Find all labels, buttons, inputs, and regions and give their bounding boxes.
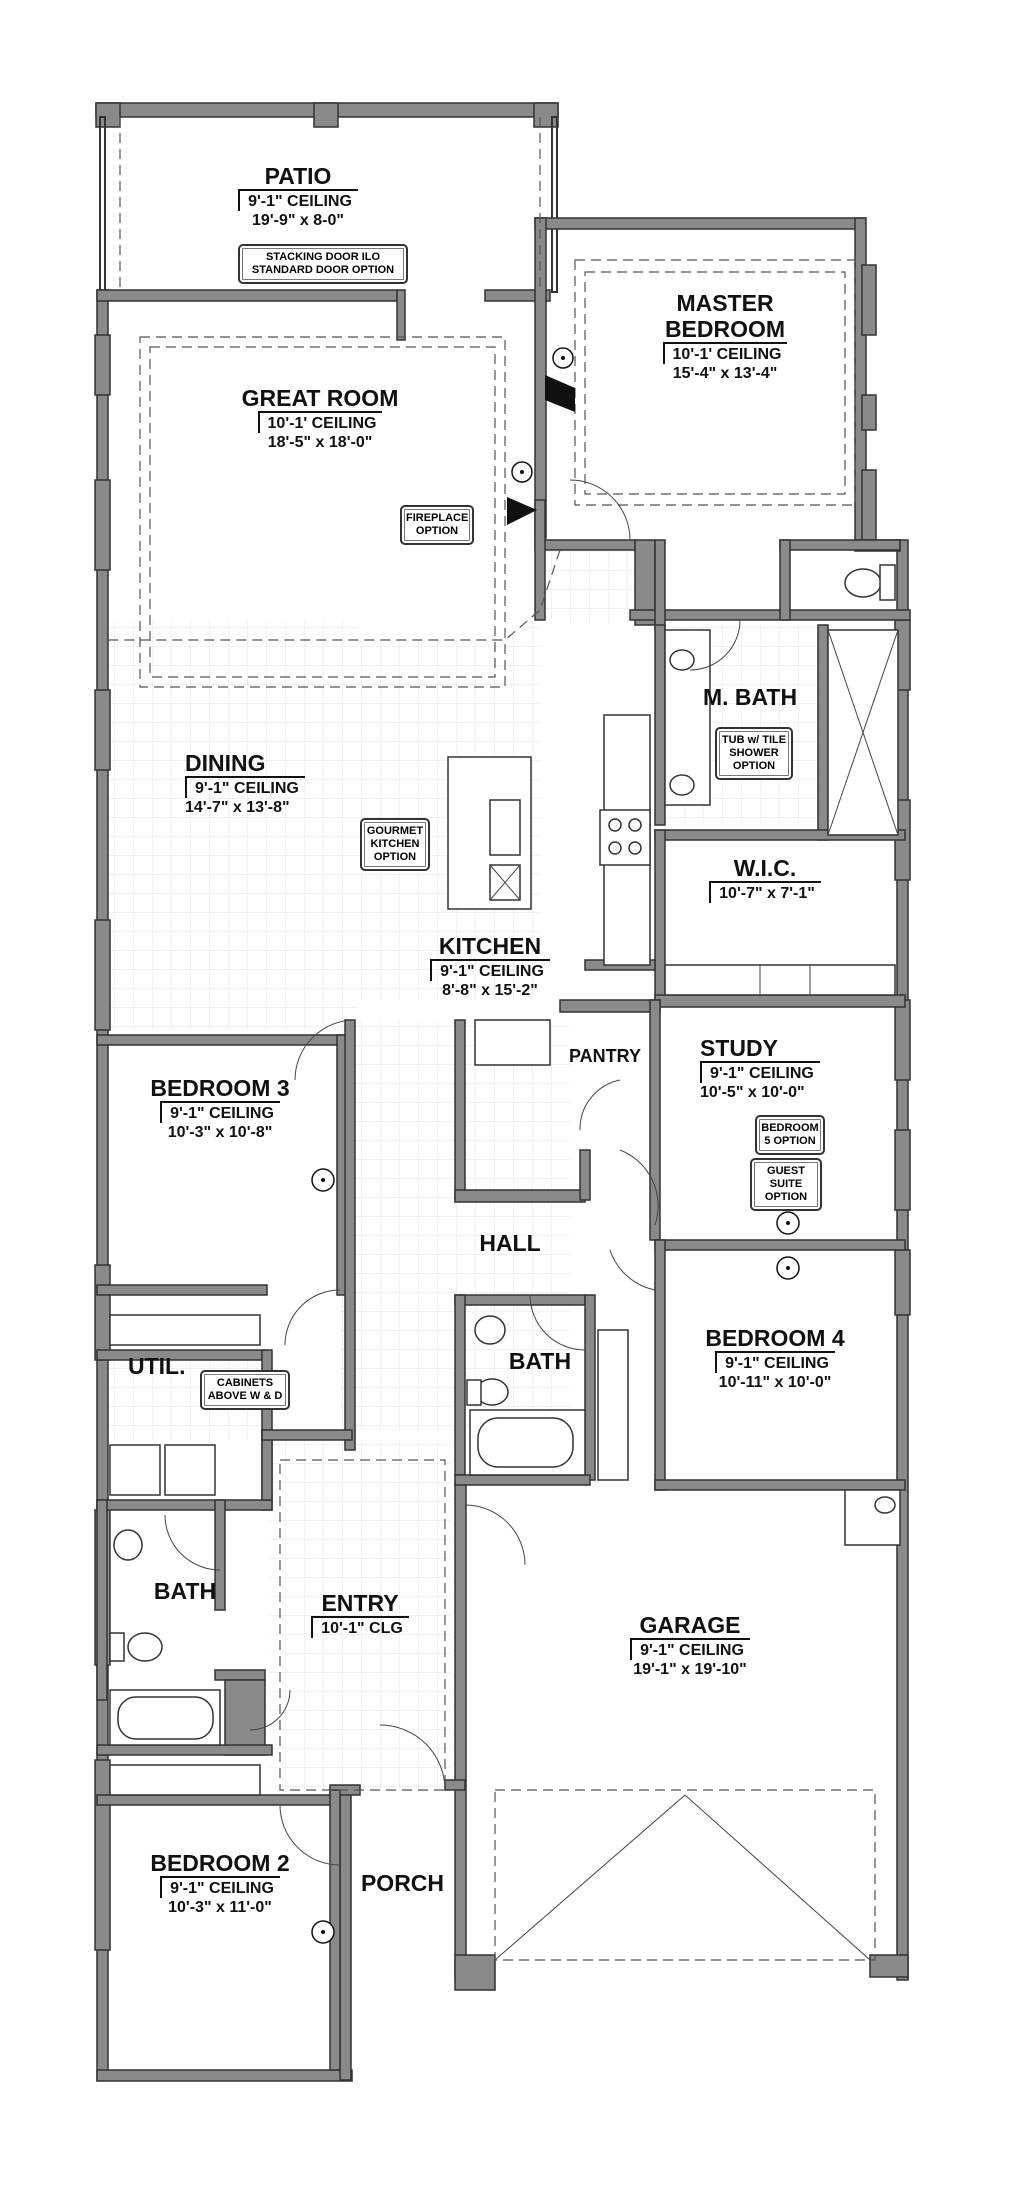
room-name: GREAT ROOM <box>241 385 399 411</box>
room-name: MASTER <box>676 290 774 316</box>
room-label-garage: GARAGE 9'-1" CEILING 19'-1" x 19'-10" <box>615 1612 765 1680</box>
room-name: BEDROOM 3 <box>150 1075 290 1101</box>
room-ceiling: 10'-1' CEILING <box>257 411 383 433</box>
room-name: W.I.C. <box>733 855 797 881</box>
room-name: PATIO <box>264 163 332 189</box>
room-dims: 18'-5" x 18'-0" <box>267 434 373 451</box>
ceiling-outlines <box>108 117 876 1961</box>
room-dims: 19'-9" x 8-0" <box>252 212 344 229</box>
option-bedroom-5: BEDROOM 5 OPTION <box>755 1115 825 1155</box>
option-stacking-door: STACKING DOOR ILO STANDARD DOOR OPTION <box>238 244 408 284</box>
room-dims: 8'-8" x 15'-2" <box>442 982 538 999</box>
room-name: HALL <box>479 1230 541 1256</box>
room-ceiling: 9'-1" CEILING <box>185 776 305 798</box>
room-dims: 10'-7" x 7'-1" <box>709 881 821 903</box>
interior-walls <box>96 289 911 2071</box>
room-label-study: STUDY 9'-1" CEILING 10'-5" x 10'-0" <box>700 1035 870 1103</box>
room-ceiling: 9'-1" CEILING <box>430 959 550 981</box>
room-ceiling: 10'-1" CLG <box>311 1616 409 1638</box>
room-ceiling: 10'-1' CEILING <box>662 342 788 364</box>
room-label-entry: ENTRY 10'-1" CLG <box>300 1590 420 1638</box>
room-ceiling: 9'-1" CEILING <box>160 1876 280 1898</box>
fixtures <box>109 564 901 1796</box>
room-label-bedroom-2: BEDROOM 2 9'-1" CEILING 10'-3" x 11'-0" <box>135 1850 305 1918</box>
room-name: STUDY <box>700 1035 778 1061</box>
room-label-hall: HALL <box>470 1230 550 1256</box>
option-cabinets: CABINETS ABOVE W & D <box>200 1370 290 1410</box>
room-name: UTIL. <box>128 1353 186 1379</box>
room-name: BEDROOM 2 <box>150 1850 290 1876</box>
option-gourmet-kitchen: GOURMET KITCHEN OPTION <box>360 818 430 871</box>
room-dims: 10'-5" x 10'-0" <box>700 1084 805 1101</box>
option-tub-tile-shower: TUB w/ TILE SHOWER OPTION <box>715 727 793 780</box>
room-name: BATH <box>153 1578 217 1604</box>
room-label-great-room: GREAT ROOM 10'-1' CEILING 18'-5" x 18'-0… <box>230 385 410 453</box>
room-ceiling: 9'-1" CEILING <box>700 1061 820 1083</box>
room-name: ENTRY <box>321 1590 399 1616</box>
room-label-wic: W.I.C. 10'-7" x 7'-1" <box>700 855 830 903</box>
room-dims: 15'-4" x 13'-4" <box>672 365 778 382</box>
option-fireplace: FIREPLACE OPTION <box>400 505 474 545</box>
room-label-master-bedroom: MASTER BEDROOM 10'-1' CEILING 15'-4" x 1… <box>645 290 805 384</box>
room-label-bath-hall: BATH <box>505 1348 575 1374</box>
room-dims: 19'-1" x 19'-10" <box>633 1661 747 1678</box>
ceiling-fan-markers <box>311 347 800 1944</box>
room-label-patio: PATIO 9'-1" CEILING 19'-9" x 8-0" <box>228 163 368 231</box>
room-dims: 10'-3" x 11'-0" <box>168 1899 272 1916</box>
room-name: KITCHEN <box>438 933 542 959</box>
room-dims: 10'-3" x 10'-8" <box>167 1124 273 1141</box>
room-name: BATH <box>508 1348 572 1374</box>
room-name: BEDROOM 4 <box>705 1325 845 1351</box>
doors <box>164 479 871 1961</box>
room-name: PANTRY <box>569 1046 641 1066</box>
room-label-m-bath: M. BATH <box>700 684 800 710</box>
room-label-util: UTIL. <box>128 1353 198 1379</box>
room-ceiling: 9'-1" CEILING <box>715 1351 835 1373</box>
room-name: BEDROOM <box>664 316 786 342</box>
room-ceiling: 9'-1" CEILING <box>630 1638 750 1660</box>
room-label-bedroom-3: BEDROOM 3 9'-1" CEILING 10'-3" x 10'-8" <box>135 1075 305 1143</box>
option-guest-suite: GUEST SUITE OPTION <box>750 1158 822 1211</box>
room-name: GARAGE <box>639 1612 741 1638</box>
room-label-kitchen: KITCHEN 9'-1" CEILING 8'-8" x 15'-2" <box>420 933 560 1001</box>
room-label-porch: PORCH <box>355 1870 450 1896</box>
room-label-bedroom-4: BEDROOM 4 9'-1" CEILING 10'-11" x 10'-0" <box>690 1325 860 1393</box>
room-dims: 10'-11" x 10'-0" <box>718 1374 832 1391</box>
room-label-dining: DINING 9'-1" CEILING 14'-7" x 13'-8" <box>185 750 325 818</box>
room-dims: 14'-7" x 13'-8" <box>185 799 290 816</box>
room-name: M. BATH <box>702 684 798 710</box>
room-name: DINING <box>185 750 266 776</box>
room-ceiling: 9'-1" CEILING <box>160 1101 280 1123</box>
room-name: PORCH <box>360 1870 445 1896</box>
room-label-pantry: PANTRY <box>560 1043 650 1069</box>
room-label-bath-west: BATH <box>150 1578 220 1604</box>
room-ceiling: 9'-1" CEILING <box>238 189 358 211</box>
